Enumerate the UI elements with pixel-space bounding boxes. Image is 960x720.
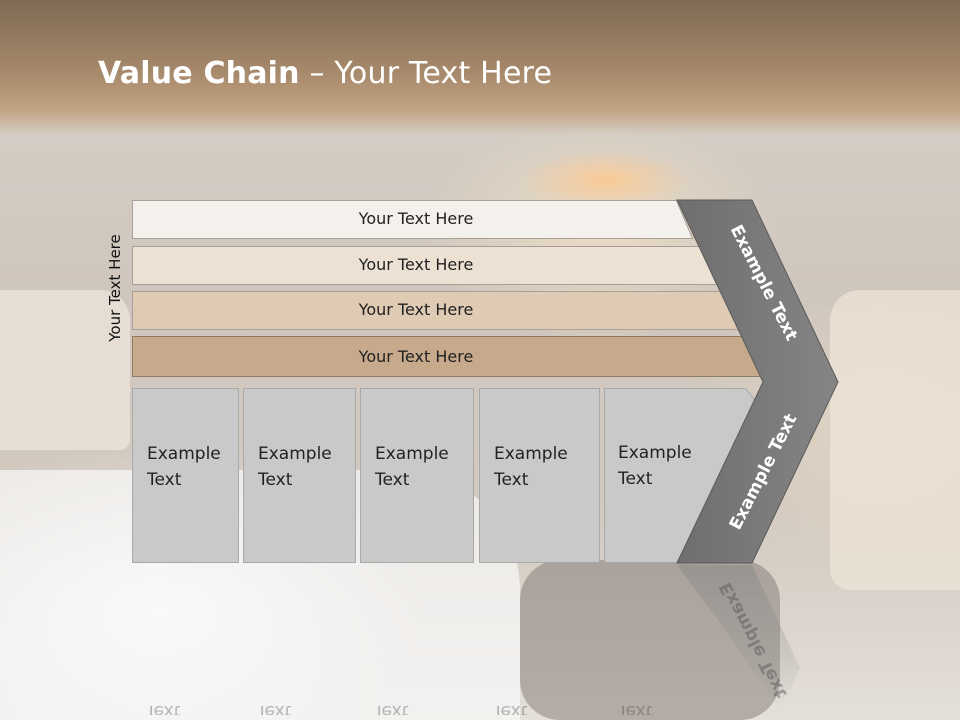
example-box-4: Example Text xyxy=(479,388,600,563)
bar-shape-1 xyxy=(132,200,694,239)
example-box-label-5: Example Text xyxy=(618,443,692,489)
title-rest: – Your Text Here xyxy=(299,56,553,91)
title-bold: Value Chain xyxy=(98,56,300,91)
bar-label-2: Your Text Here xyxy=(358,255,474,274)
bar-label-4: Your Text Here xyxy=(358,347,474,366)
chevron-shape xyxy=(676,199,839,564)
example-box-3: Example Text xyxy=(360,388,474,563)
background-sofa-left xyxy=(0,290,130,450)
example-box-label-4: Example Text xyxy=(494,444,568,490)
slide-title: Value Chain – Your Text Here xyxy=(98,56,552,91)
bar-label-3: Your Text Here xyxy=(358,300,474,319)
example-box-label-2: Example Text xyxy=(258,444,332,490)
header-band xyxy=(0,0,960,135)
example-box-label-1: Example Text xyxy=(147,444,221,490)
chevron-reflection xyxy=(677,565,800,710)
example-box-label-3: Example Text xyxy=(375,444,449,490)
background-sofa-right xyxy=(830,290,960,590)
bar-label-1: Your Text Here xyxy=(358,209,474,228)
example-box-5: Example Text xyxy=(604,388,744,563)
background-fireplace-glow xyxy=(520,150,690,210)
example-box-1: Example Text xyxy=(132,388,239,563)
example-box-2: Example Text xyxy=(243,388,356,563)
